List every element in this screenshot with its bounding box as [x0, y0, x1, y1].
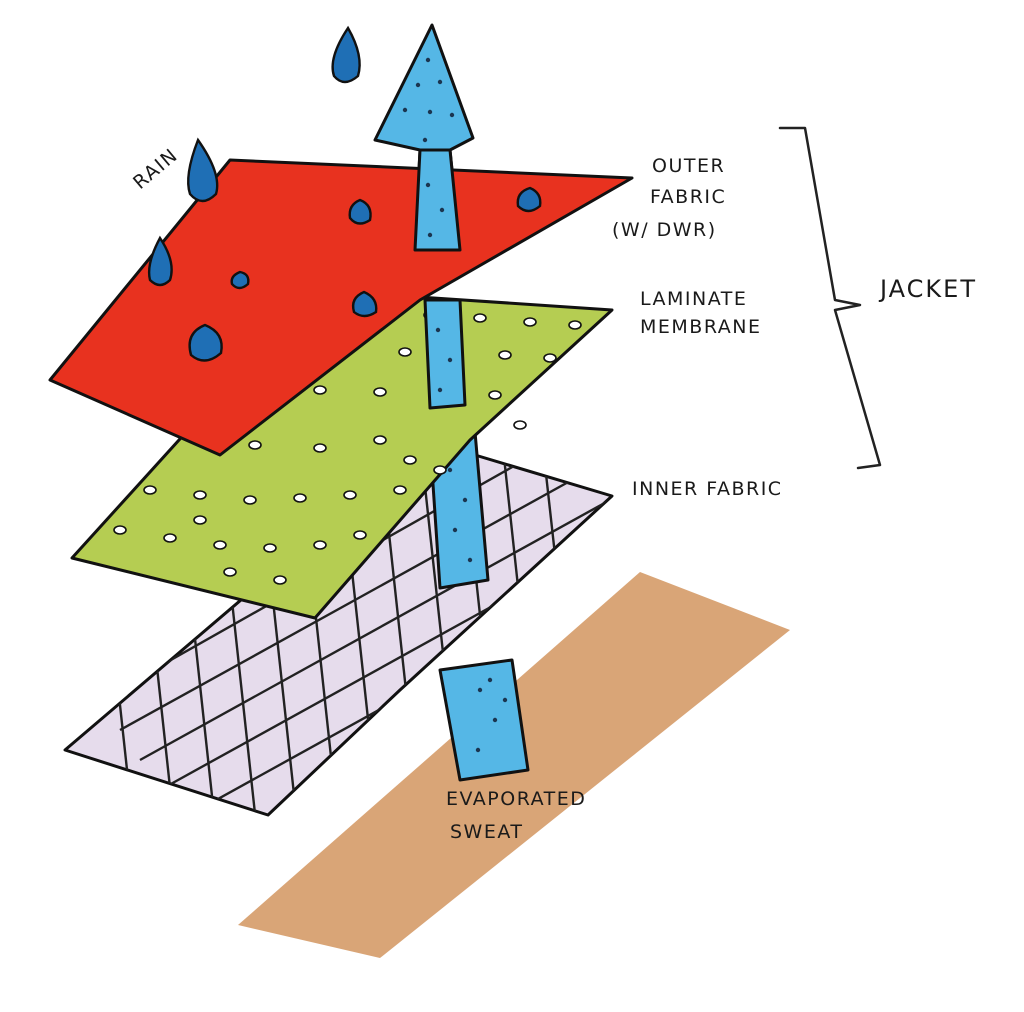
laminate-label-1: LAMINATE	[640, 288, 747, 310]
outer-fabric-label-3: (W/ DWR)	[612, 219, 717, 241]
jacket-bracket	[778, 126, 882, 470]
sweat-label-2: SWEAT	[450, 821, 523, 843]
membrane-pores	[113, 305, 582, 585]
sweat-label-1: EVAPORATED	[446, 788, 586, 810]
raindrop-icon	[147, 235, 173, 287]
outer-fabric-label-2: FABRIC	[650, 186, 726, 208]
laminate-membrane-layer	[70, 288, 614, 620]
jacket-label: JACKET	[878, 275, 977, 303]
raindrop-icon	[331, 25, 361, 84]
beaded-droplets	[188, 186, 542, 362]
outer-fabric-label-1: OUTER	[652, 155, 725, 177]
raindrop-icon	[187, 137, 219, 203]
rain-drops	[147, 25, 361, 287]
vapor-stream-lower	[438, 658, 530, 782]
laminate-label-2: MEMBRANE	[640, 316, 761, 338]
outer-fabric-layer	[48, 148, 634, 457]
rain-label: RAIN	[129, 144, 182, 194]
inner-fabric-label: INNER FABRIC	[632, 478, 783, 500]
